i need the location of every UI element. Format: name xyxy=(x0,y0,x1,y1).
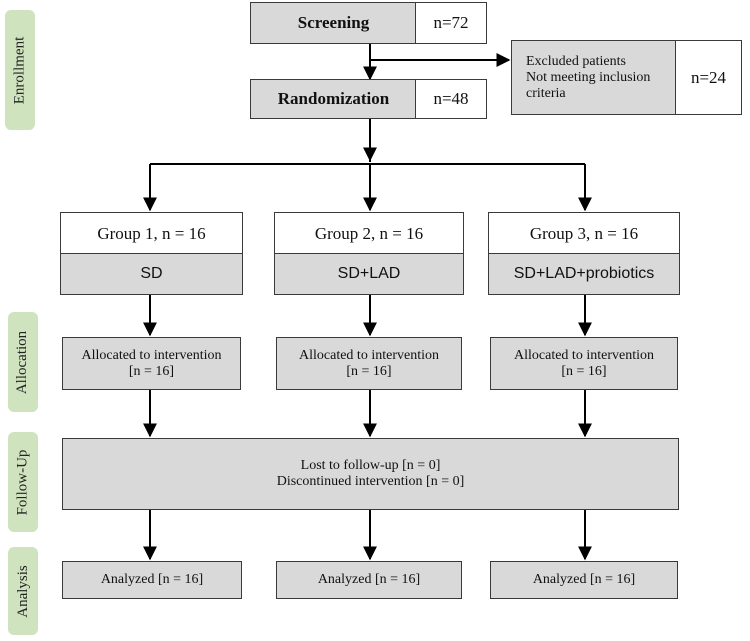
group-2-header: Group 2, n = 16 xyxy=(274,212,464,255)
stage-follow-up-label: Follow-Up xyxy=(14,449,31,515)
excluded-count-box: n=24 xyxy=(675,40,742,115)
randomization-label: Randomization xyxy=(277,89,390,108)
randomization-count-box: n=48 xyxy=(415,79,487,119)
stage-allocation: Allocation xyxy=(8,312,38,412)
group-1-header: Group 1, n = 16 xyxy=(60,212,243,255)
group-1-analysis-label: Analyzed [n = 16] xyxy=(100,572,204,587)
group-1-header-label: Group 1, n = 16 xyxy=(97,223,206,243)
excluded-line-3: criteria xyxy=(526,85,566,101)
group-3-allocation-line-1: Allocated to intervention xyxy=(514,347,654,363)
group-3-analysis: Analyzed [n = 16] xyxy=(490,561,678,599)
stage-enrollment-label: Enrollment xyxy=(11,36,28,104)
excluded-box: Excluded patients Not meeting inclusion … xyxy=(511,40,677,115)
stage-analysis: Analysis xyxy=(8,547,38,635)
group-1-treatment-label: SD xyxy=(140,265,163,282)
screening-count-box: n=72 xyxy=(415,2,487,44)
stage-enrollment: Enrollment xyxy=(5,10,35,130)
group-2-allocation-line-2: [n = 16] xyxy=(346,363,392,379)
group-3-treatment: SD+LAD+probiotics xyxy=(488,253,680,295)
group-2-treatment-label: SD+LAD xyxy=(337,265,401,282)
group-2-header-label: Group 2, n = 16 xyxy=(314,223,424,243)
group-2-allocation-line-1: Allocated to intervention xyxy=(299,347,439,363)
group-3-header-label: Group 3, n = 16 xyxy=(529,223,639,243)
group-3-treatment-label: SD+LAD+probiotics xyxy=(513,265,655,282)
randomization-count: n=48 xyxy=(433,89,469,108)
group-2-treatment: SD+LAD xyxy=(274,253,464,295)
screening-count: n=72 xyxy=(433,13,469,32)
group-3-header: Group 3, n = 16 xyxy=(488,212,680,255)
randomization-box: Randomization xyxy=(250,79,417,119)
group-3-allocation: Allocated to intervention [n = 16] xyxy=(490,337,678,390)
stage-allocation-label: Allocation xyxy=(14,330,31,394)
excluded-count: n=24 xyxy=(690,67,727,87)
excluded-line-2: Not meeting inclusion xyxy=(526,69,651,85)
stage-follow-up: Follow-Up xyxy=(8,432,38,532)
stage-analysis-label: Analysis xyxy=(14,564,31,618)
excluded-line-1: Excluded patients xyxy=(526,53,626,69)
follow-up-line-2: Discontinued intervention [n = 0] xyxy=(276,474,465,489)
group-3-analysis-label: Analyzed [n = 16] xyxy=(532,572,636,587)
group-1-analysis: Analyzed [n = 16] xyxy=(62,561,242,599)
group-2-allocation: Allocated to intervention [n = 16] xyxy=(276,337,462,390)
follow-up-box: Lost to follow-up [n = 0] Discontinued i… xyxy=(62,438,679,510)
screening-label: Screening xyxy=(297,13,370,32)
group-2-analysis: Analyzed [n = 16] xyxy=(276,561,462,599)
group-3-allocation-line-2: [n = 16] xyxy=(561,363,607,379)
group-1-allocation-line-2: [n = 16] xyxy=(128,363,175,379)
group-1-allocation: Allocated to intervention [n = 16] xyxy=(62,337,241,390)
follow-up-line-1: Lost to follow-up [n = 0] xyxy=(300,458,441,473)
group-1-treatment: SD xyxy=(60,253,243,295)
screening-box: Screening xyxy=(250,2,417,44)
group-2-analysis-label: Analyzed [n = 16] xyxy=(317,572,421,587)
group-1-allocation-line-1: Allocated to intervention xyxy=(81,347,222,363)
